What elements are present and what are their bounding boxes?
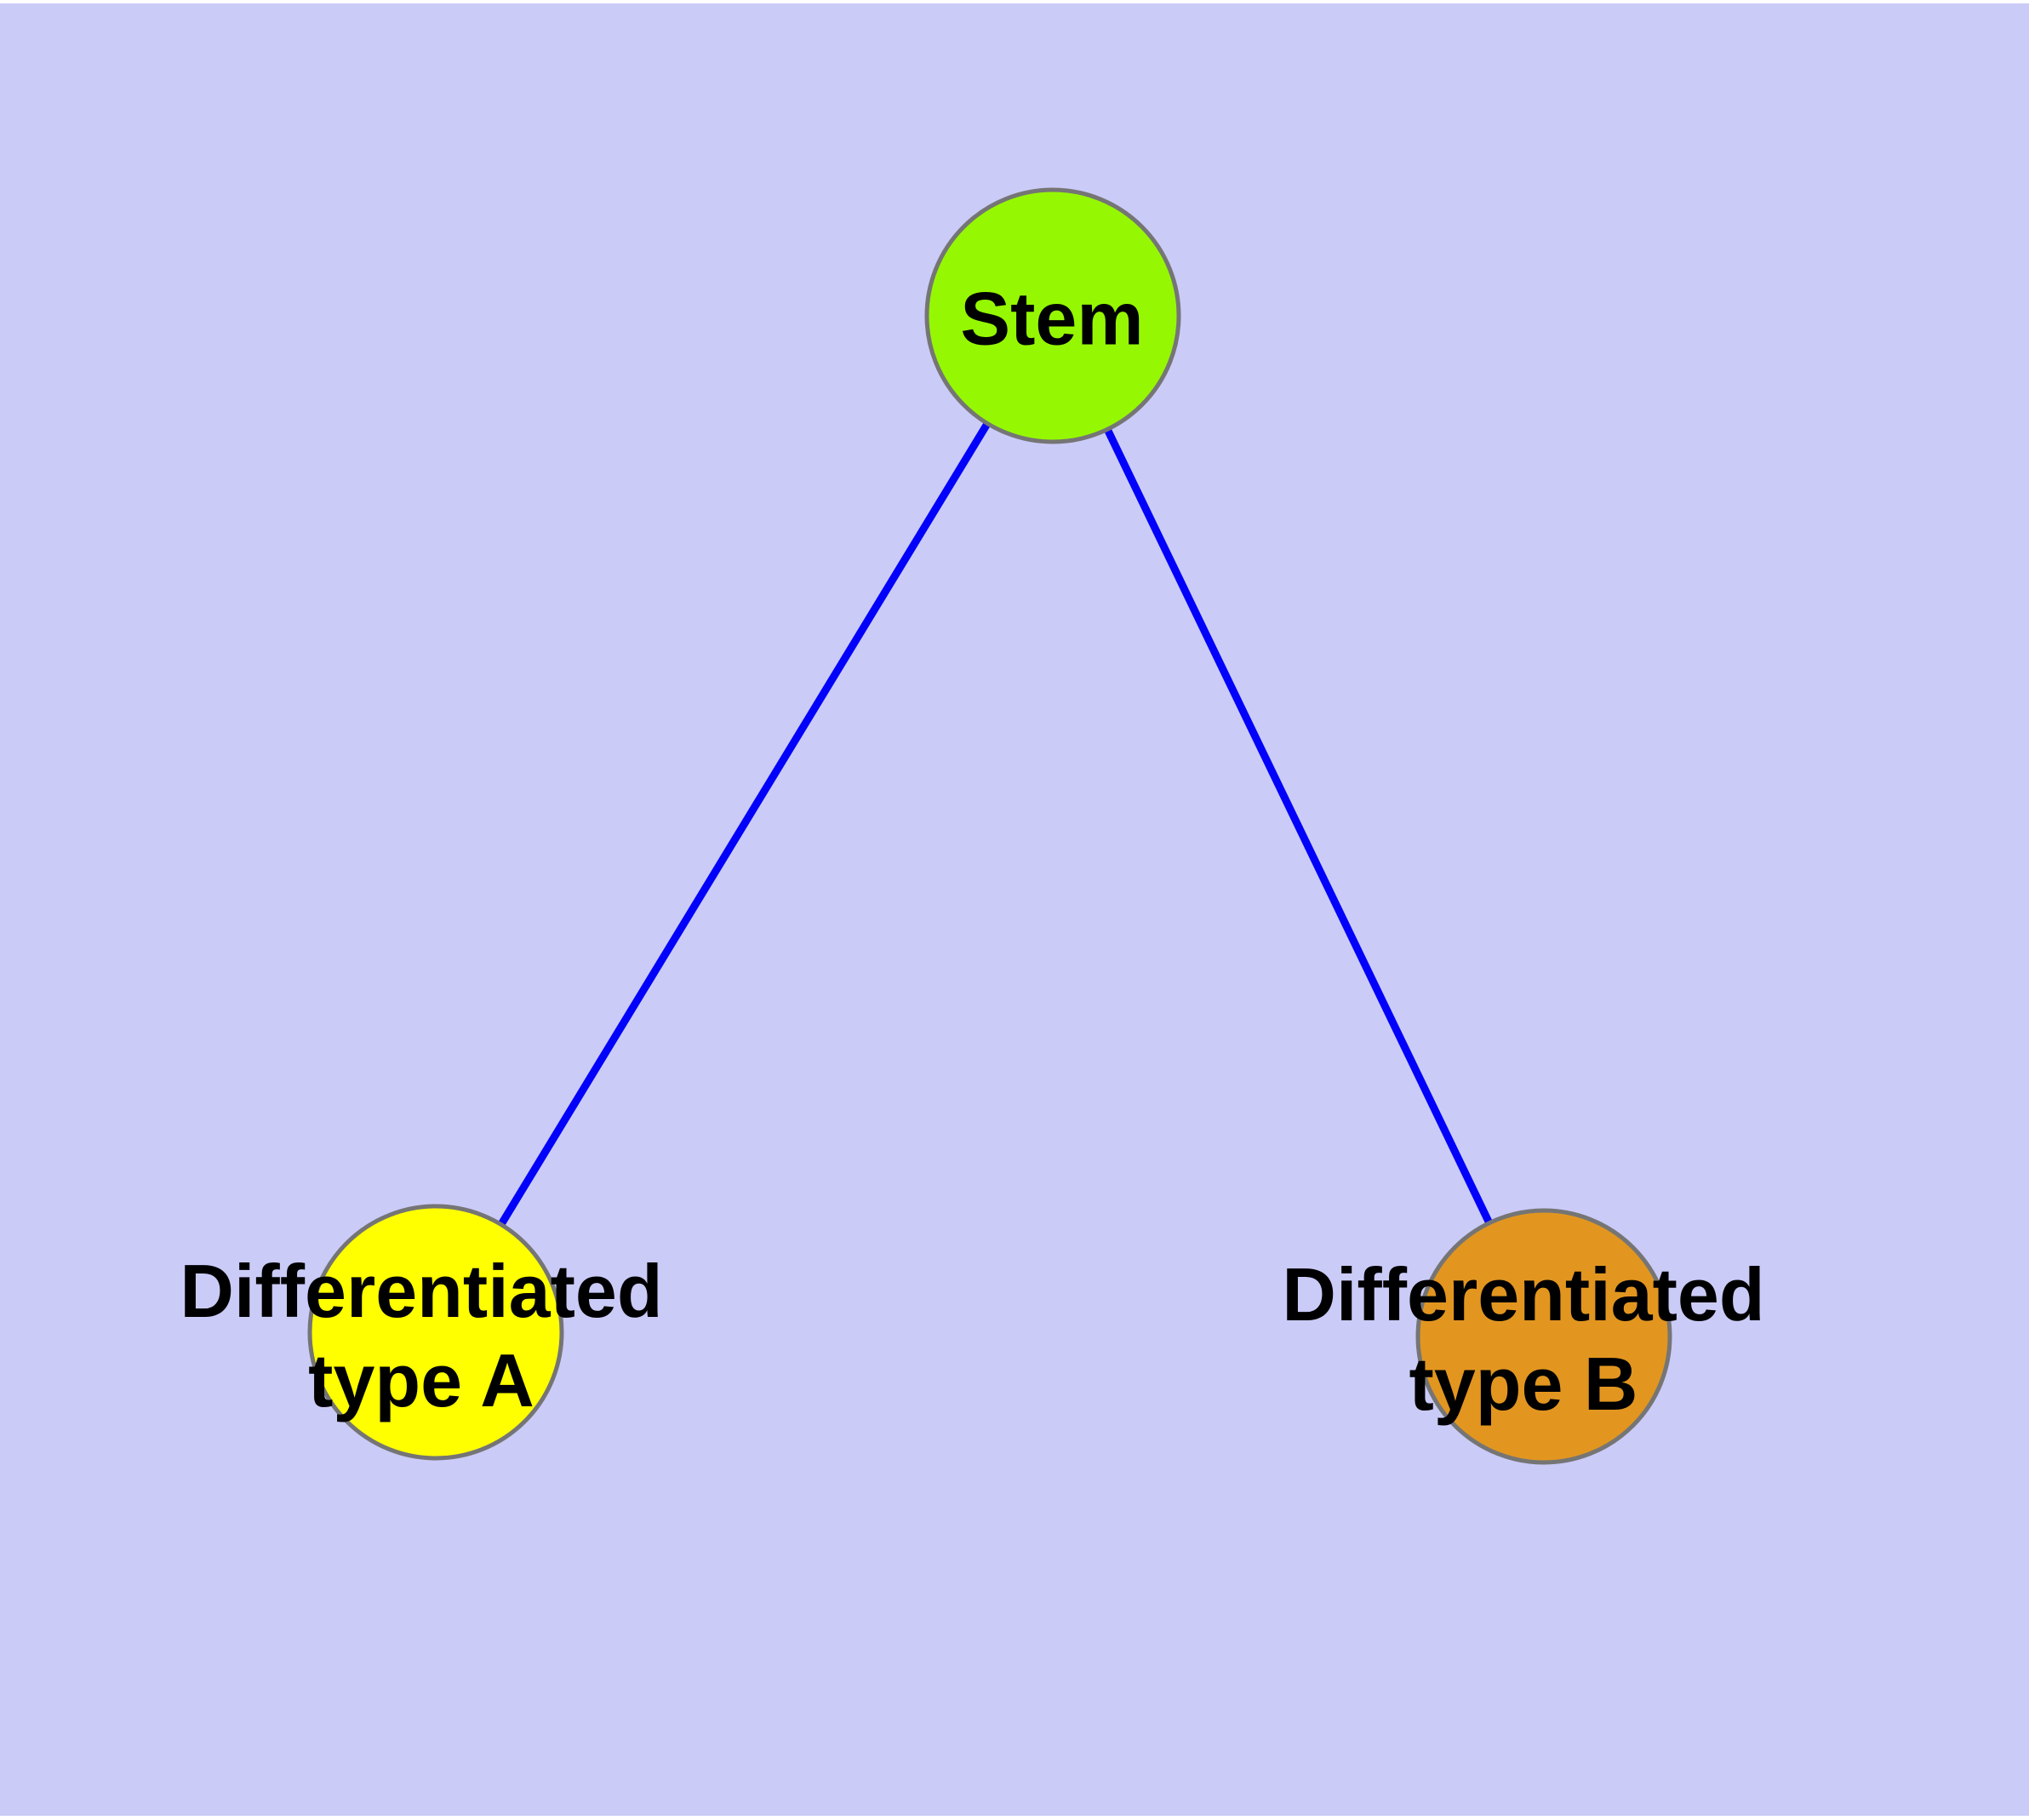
edge-stem-to-type-a xyxy=(432,313,1056,1335)
node-label-type-a: Differentiated type A xyxy=(180,1249,663,1422)
node-circle-type-b xyxy=(1415,1208,1672,1465)
node-circle-type-a xyxy=(307,1204,564,1461)
node-circle-stem xyxy=(924,187,1181,444)
node-label-type-b: Differentiated type B xyxy=(1282,1252,1765,1426)
edge-stem-to-type-b xyxy=(1049,314,1548,1338)
node-label-stem: Stem xyxy=(960,276,1144,361)
